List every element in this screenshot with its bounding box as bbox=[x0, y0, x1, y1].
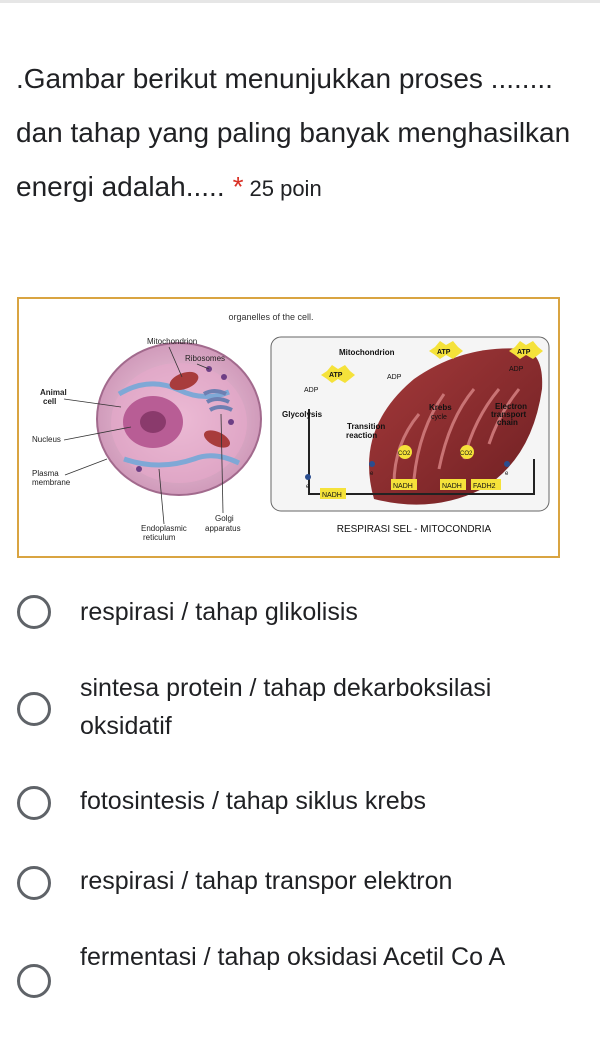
atp-right: ATP bbox=[517, 349, 531, 356]
label-ribosomes: Ribosomes bbox=[185, 354, 225, 363]
co2-bubble-left bbox=[398, 445, 412, 459]
question-title: .Gambar berikut menunjukkan proses .....… bbox=[16, 52, 576, 216]
electron-dot-3 bbox=[504, 461, 510, 467]
e-3: e bbox=[505, 471, 509, 477]
label-mitochondrion: Mitochondrion bbox=[147, 337, 197, 346]
option-4[interactable]: respirasi / tahap transpor elektron bbox=[0, 861, 600, 905]
nadh-box-mid bbox=[391, 479, 417, 490]
label-apparatus: apparatus bbox=[205, 524, 241, 533]
fadh2-box bbox=[471, 479, 501, 490]
figure-caption-top: organelles of the cell. bbox=[228, 312, 313, 322]
glycolysis-label: Glycolysis bbox=[282, 410, 323, 419]
electron-label: Electron bbox=[495, 402, 527, 411]
nadh-right: NADH bbox=[442, 483, 462, 490]
transport-label: transport bbox=[491, 410, 526, 419]
option-2[interactable]: sintesa protein / tahap dekarboksilasi o… bbox=[0, 667, 600, 745]
label-membrane: membrane bbox=[32, 478, 71, 487]
nadh-box-right bbox=[440, 479, 466, 490]
fadh2: FADH2 bbox=[473, 483, 496, 490]
chain-label: chain bbox=[497, 418, 518, 427]
question-text: .Gambar berikut menunjukkan proses .....… bbox=[16, 63, 571, 202]
nadh-box-left bbox=[320, 488, 346, 499]
electron-dot-1 bbox=[305, 474, 311, 480]
atp-burst-mid bbox=[429, 341, 463, 359]
mitochondrion-panel bbox=[270, 336, 550, 512]
top-divider bbox=[0, 0, 600, 3]
atp-mid: ATP bbox=[437, 349, 451, 356]
option-2-label: sintesa protein / tahap dekarboksilasi o… bbox=[80, 674, 492, 740]
mitochondrion-labels: Mitochondrion ATP ATP ATP ADP ADP ADP Gl… bbox=[282, 341, 543, 535]
option-3[interactable]: fotosintesis / tahap siklus krebs bbox=[0, 781, 600, 825]
adp-left: ADP bbox=[304, 387, 319, 394]
option-5-radio[interactable] bbox=[17, 964, 51, 998]
label-cell: cell bbox=[43, 397, 56, 406]
option-4-radio[interactable] bbox=[17, 866, 51, 900]
transition-label: Transition bbox=[347, 422, 385, 431]
e-1: e bbox=[306, 484, 310, 490]
nadh-mid: NADH bbox=[393, 483, 413, 490]
option-1-label: respirasi / tahap glikolisis bbox=[80, 598, 358, 626]
points-label: 25 poin bbox=[249, 176, 322, 201]
figure-caption-bottom: RESPIRASI SEL - MITOCONDRIA bbox=[337, 524, 492, 535]
adp-right: ADP bbox=[509, 366, 524, 373]
option-2-radio[interactable] bbox=[17, 692, 51, 726]
co2-right: CO2 bbox=[460, 451, 473, 457]
cycle-label: cycle bbox=[431, 414, 447, 421]
krebs-label: Krebs bbox=[429, 403, 452, 412]
option-3-label: fotosintesis / tahap siklus krebs bbox=[80, 787, 426, 815]
e-2: e bbox=[370, 471, 374, 477]
option-1-radio[interactable] bbox=[17, 595, 51, 629]
co2-left: CO2 bbox=[398, 451, 411, 457]
animal-cell-illustration bbox=[96, 342, 262, 496]
label-nucleus: Nucleus bbox=[32, 435, 61, 444]
label-golgi: Golgi bbox=[215, 514, 234, 523]
option-1[interactable]: respirasi / tahap glikolisis bbox=[0, 590, 600, 634]
co2-bubble-right bbox=[460, 445, 474, 459]
label-reticulum: reticulum bbox=[143, 533, 176, 542]
nadh-left: NADH bbox=[322, 492, 342, 499]
mito-title: Mitochondrion bbox=[339, 348, 395, 357]
label-animal: Animal bbox=[40, 388, 67, 397]
cell-labels: Mitochondrion Ribosomes Animal cell Nucl… bbox=[32, 337, 241, 542]
required-asterisk: * bbox=[232, 171, 244, 202]
electron-dot-2 bbox=[369, 461, 375, 467]
option-3-radio[interactable] bbox=[17, 786, 51, 820]
question-image: organelles of the cell. Mitochondrion Ri… bbox=[17, 297, 560, 558]
option-4-label: respirasi / tahap transpor elektron bbox=[80, 867, 453, 895]
atp-burst-right bbox=[509, 341, 543, 359]
option-5-label: fermentasi / tahap oksidasi Acetil Co A bbox=[80, 943, 506, 971]
reaction-label: reaction bbox=[346, 431, 377, 440]
option-5[interactable]: fermentasi / tahap oksidasi Acetil Co A bbox=[0, 938, 600, 1018]
label-plasma: Plasma bbox=[32, 469, 59, 478]
cell-respiration-diagram: organelles of the cell. Mitochondrion Ri… bbox=[32, 312, 550, 542]
label-endoplasmic: Endoplasmic bbox=[141, 524, 187, 533]
atp-left: ATP bbox=[329, 372, 343, 379]
adp-mid: ADP bbox=[387, 374, 402, 381]
atp-burst-left bbox=[321, 365, 355, 383]
